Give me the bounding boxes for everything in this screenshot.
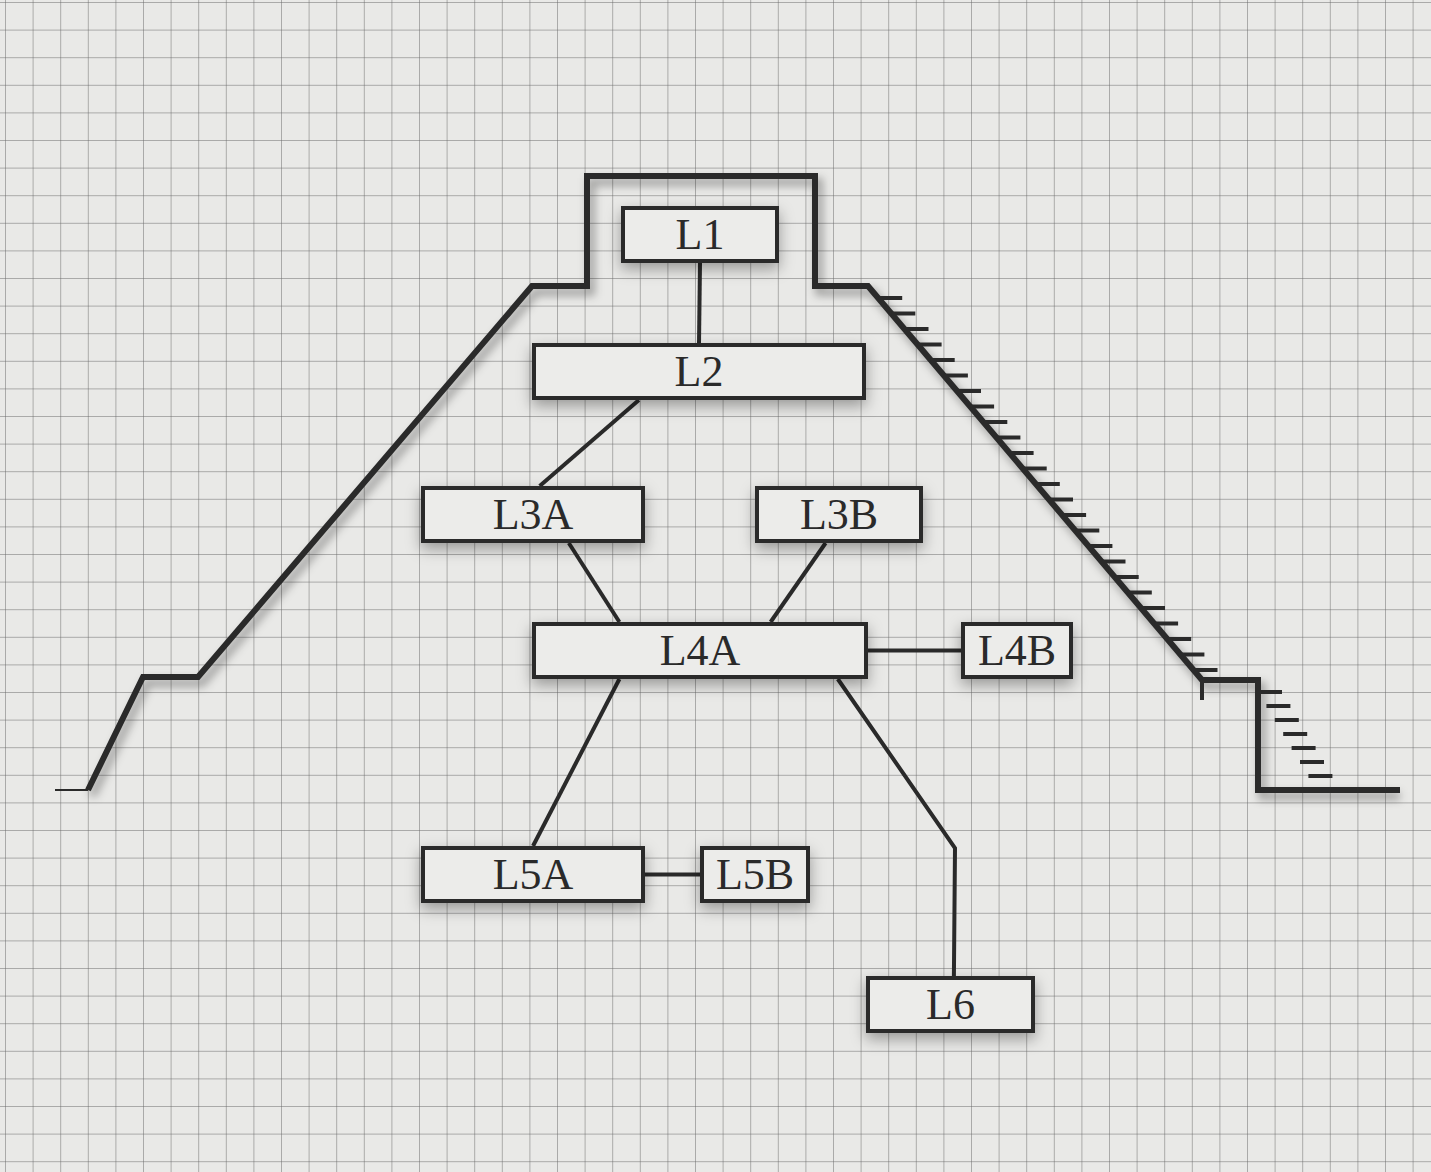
hatch-stroke xyxy=(1102,560,1126,564)
hatch-stroke xyxy=(1300,760,1324,764)
hatch-stroke xyxy=(1258,690,1282,694)
hatch-stroke xyxy=(1308,774,1332,778)
box-label: L1 xyxy=(676,213,725,257)
level-box: L4A xyxy=(532,622,868,679)
level-box: L4B xyxy=(961,622,1073,679)
connector-line xyxy=(569,543,620,622)
pyramid-outline xyxy=(55,176,1400,796)
hatch-stroke xyxy=(1266,704,1290,708)
hatch-stroke xyxy=(1141,606,1165,610)
hatch-stroke xyxy=(891,312,915,316)
level-box: L3B xyxy=(755,486,923,543)
hatch-stroke xyxy=(1075,529,1099,533)
hatch-stroke xyxy=(878,296,902,300)
connector-line xyxy=(645,873,700,877)
hatch-stroke xyxy=(1283,732,1307,736)
hatch-stroke xyxy=(1062,513,1086,517)
hatch-stroke xyxy=(957,389,981,393)
level-box: L6 xyxy=(866,976,1035,1033)
hatch-stroke xyxy=(1036,482,1060,486)
level-box: L5A xyxy=(421,846,645,903)
hatch-stroke xyxy=(944,374,968,378)
hatch-stroke xyxy=(905,327,929,331)
connector-line xyxy=(540,400,639,486)
hatch-stroke xyxy=(970,405,994,409)
level-box: L3A xyxy=(421,486,645,543)
box-label: L3B xyxy=(800,493,878,537)
hatch-stroke xyxy=(1154,622,1178,626)
hatch-stroke xyxy=(931,358,955,362)
level-box: L2 xyxy=(532,343,866,400)
hatch-stroke xyxy=(996,436,1020,440)
box-label: L4B xyxy=(978,629,1056,673)
hatch-stroke xyxy=(1115,575,1139,579)
box-label: L2 xyxy=(675,350,724,394)
box-label: L5B xyxy=(716,853,794,897)
hatch-stroke xyxy=(1128,591,1152,595)
level-box: L5B xyxy=(700,846,810,903)
connector-line xyxy=(533,679,619,846)
hatch-stroke xyxy=(1292,746,1316,750)
level-box: L1 xyxy=(621,206,779,263)
hatch-stroke xyxy=(1010,451,1034,455)
hatch-stroke xyxy=(1049,498,1073,502)
hatch-stroke xyxy=(1023,467,1047,471)
connector-line xyxy=(771,543,826,622)
hatch-stroke xyxy=(983,420,1007,424)
connector-line xyxy=(838,679,955,976)
hatch-stroke xyxy=(1180,653,1204,657)
hatch-stroke xyxy=(918,343,942,347)
box-label: L5A xyxy=(493,853,574,897)
step-hatching xyxy=(878,298,1332,776)
connector-line xyxy=(699,263,700,343)
hatch-stroke xyxy=(1194,668,1218,672)
hatch-stroke xyxy=(1275,718,1299,722)
box-label: L3A xyxy=(493,493,574,537)
hatch-stroke xyxy=(1167,637,1191,641)
connector-line xyxy=(868,649,961,653)
hatch-stroke xyxy=(1088,544,1112,548)
box-label: L4A xyxy=(660,629,741,673)
box-label: L6 xyxy=(926,983,975,1027)
